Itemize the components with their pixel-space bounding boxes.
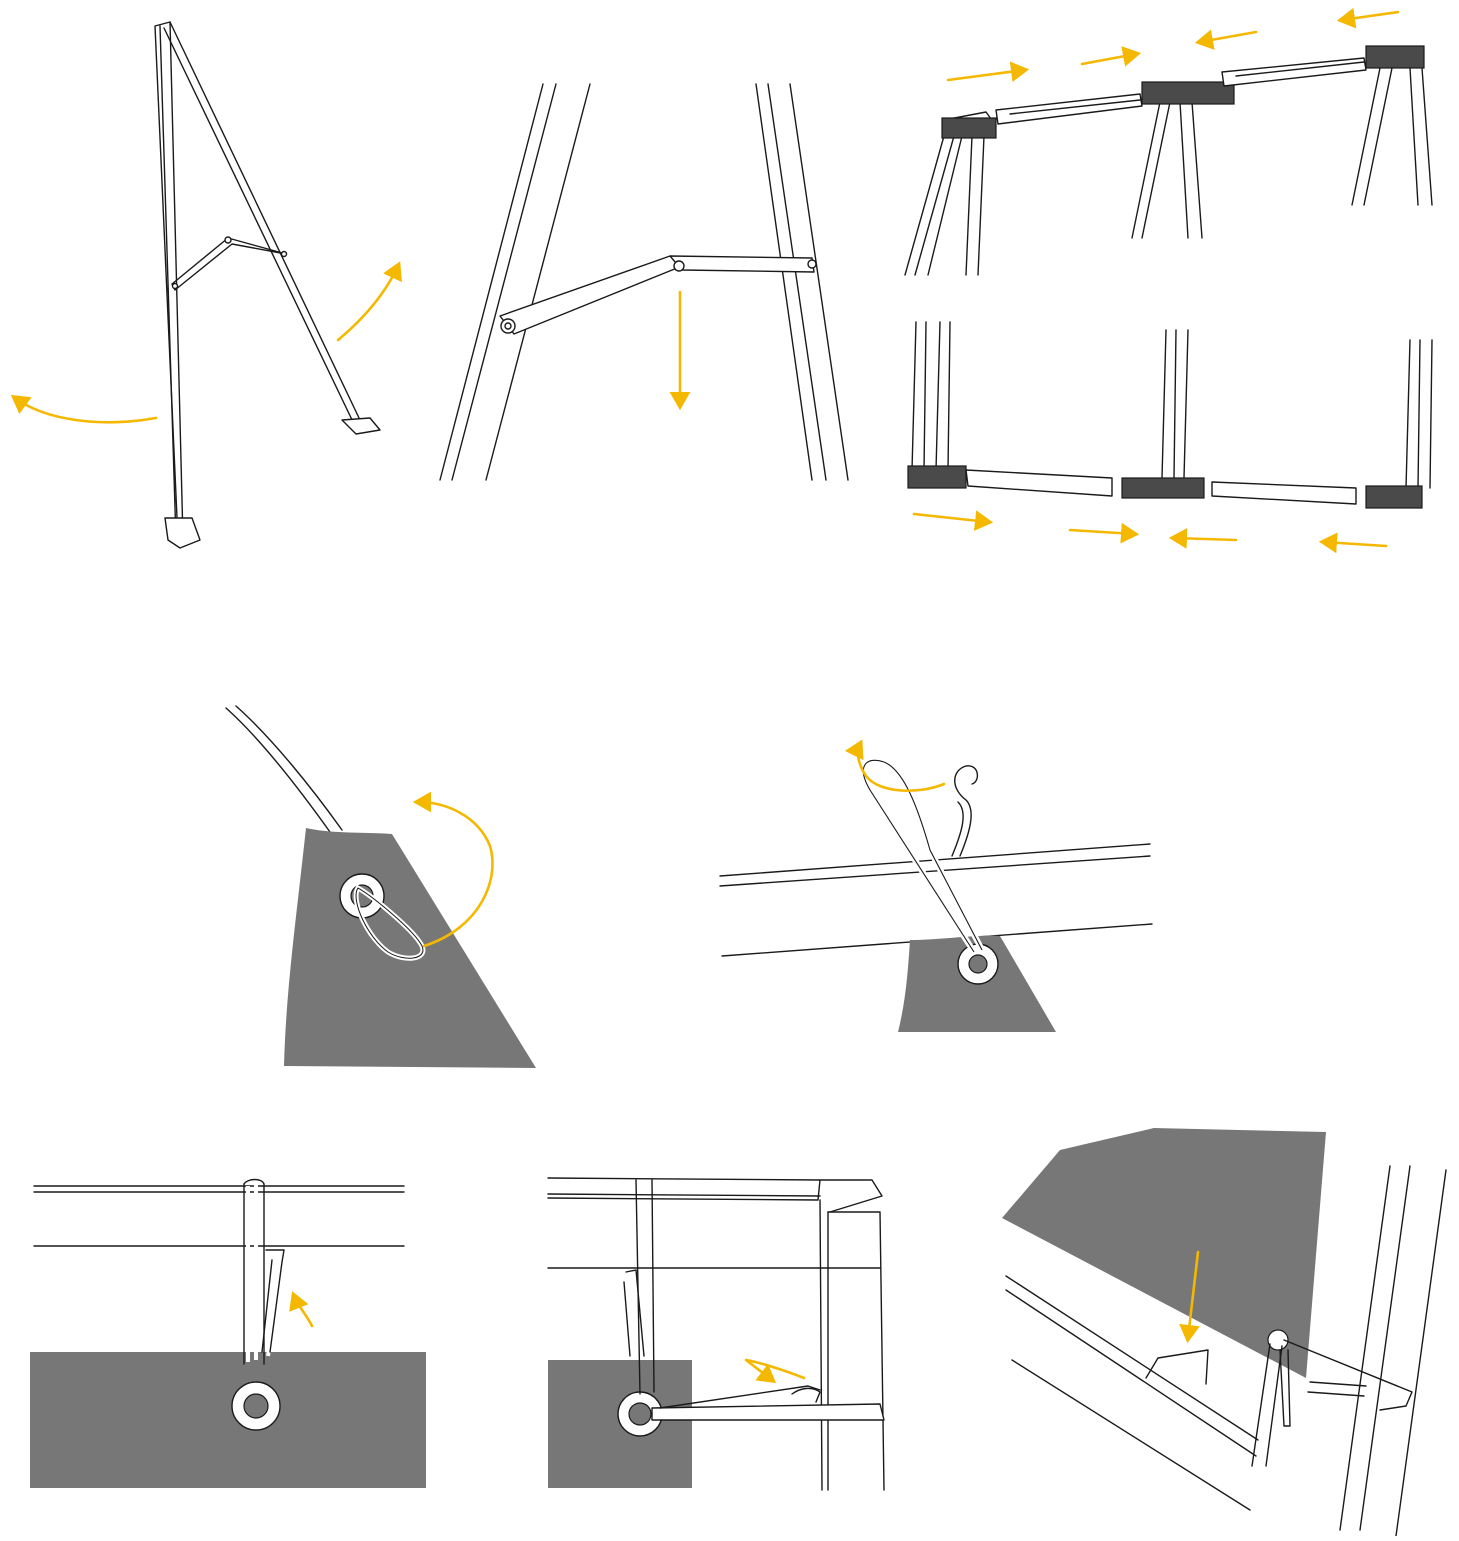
step-9-tuck-corner — [1002, 1128, 1446, 1536]
unfold-right-arrow — [338, 266, 398, 340]
step-1-a-frame-unfold — [15, 22, 398, 548]
top-rail-arrow-4 — [1342, 12, 1398, 20]
corner-tuck-icon — [1002, 1128, 1446, 1536]
top-rail-arrow-2 — [1082, 54, 1136, 64]
rail-hook-icon — [30, 1180, 426, 1489]
bottom-rail-arrow-4 — [1324, 542, 1386, 546]
bottom-rail-arrow-3 — [1174, 538, 1236, 540]
step-8-wrap-corner — [548, 1178, 884, 1490]
step-2-lock-strut — [440, 84, 848, 480]
step-6-loop-bungee-to-hook — [720, 744, 1152, 1032]
step-5-thread-bungee — [226, 706, 536, 1068]
folding-strut-lock-icon — [440, 84, 848, 480]
loop-to-hook-arrow — [858, 744, 944, 791]
step-4-connect-bottom-rails — [908, 322, 1432, 546]
step-7-hook-on-rail — [30, 1180, 426, 1489]
top-rail-connect-icon — [905, 46, 1432, 275]
wrap-corner-arrow — [746, 1360, 804, 1380]
bungee-hook-icon — [720, 760, 1152, 1032]
hook-on-rail-arrow — [294, 1296, 312, 1326]
top-rail-arrow-3 — [1200, 32, 1256, 42]
step-3-connect-top-rails — [905, 12, 1432, 275]
corner-wrap-icon — [548, 1178, 884, 1490]
bottom-rail-arrow-1 — [914, 514, 988, 522]
bottom-rail-arrow-2 — [1070, 530, 1134, 534]
unfold-left-arrow — [15, 398, 156, 422]
a-frame-unfold-icon — [155, 22, 380, 548]
top-rail-arrow-1 — [948, 70, 1024, 80]
bottom-rail-connect-icon — [908, 322, 1432, 508]
